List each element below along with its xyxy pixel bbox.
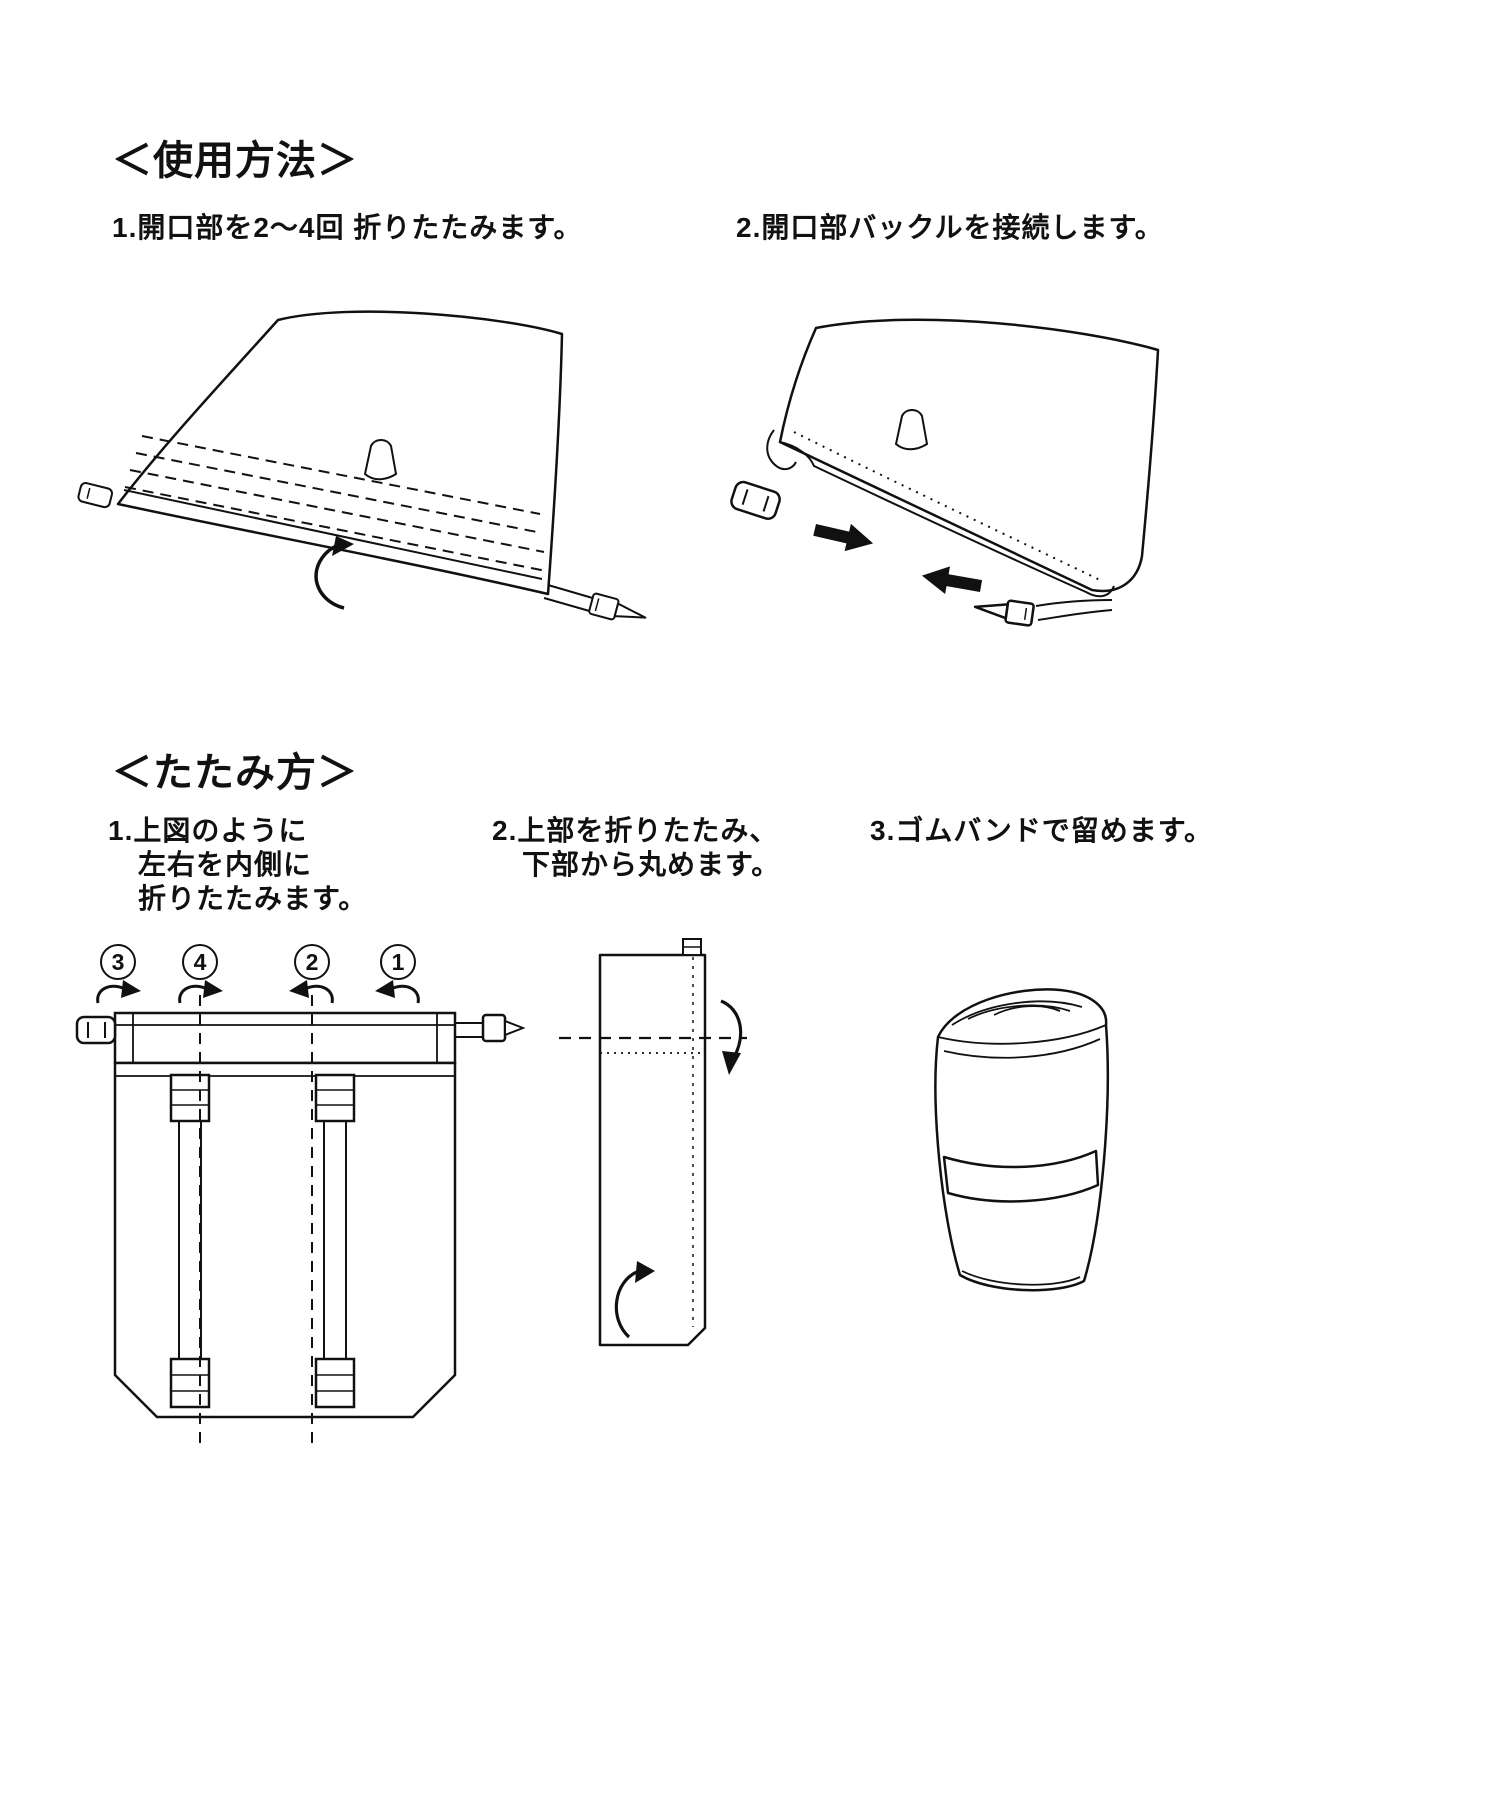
bag-outline [778, 318, 1160, 593]
bag-front-outline [113, 1061, 457, 1419]
female-buckle-icon [730, 480, 781, 521]
roll-up-arrow-icon [614, 1261, 655, 1339]
rolled-bag-outline [934, 988, 1109, 1292]
usage-section-title: ＜使用方法＞ [112, 139, 358, 183]
buckle-strap [1035, 599, 1113, 621]
connect-arrow-right-icon [813, 523, 874, 552]
folded-strip-outline [598, 953, 707, 1347]
diagram-rolled-band [934, 988, 1109, 1292]
folding-section-title: ＜たたみ方＞ [112, 751, 358, 795]
fold-order-badge-1: 1 [380, 944, 416, 980]
buckle-tip-icon [682, 938, 702, 956]
fold-order-badge-4: 4 [182, 944, 218, 980]
diagram-roll-up [559, 938, 747, 1347]
diagram-flat-fold [75, 980, 525, 1445]
male-buckle-icon [455, 1013, 525, 1043]
usage-step1-text: 1.開口部を2〜4回 折りたたみます。 [112, 212, 583, 243]
male-buckle-icon [973, 599, 1035, 627]
handle-tab [894, 409, 929, 451]
opening-rim-line [123, 489, 543, 580]
diagram-buckle-connect [730, 318, 1160, 627]
fold-order-badge-3: 3 [100, 944, 136, 980]
male-buckle-icon [588, 592, 647, 621]
shoulder-straps [169, 1073, 356, 1409]
fold-down-arrow-icon [720, 999, 743, 1075]
fold-dashed-lines [124, 435, 547, 572]
folding-step1-line3: 折りたたみます。 [138, 883, 368, 914]
folding-step3-text: 3.ゴムバンドで留めます。 [870, 815, 1213, 846]
diagram-fold-opening [77, 310, 647, 621]
folding-step1-text: 1.上図のように 左右を内側に 折りたたみます。 [108, 814, 367, 916]
rolled-edge-line [779, 441, 1115, 598]
folding-step1-line2: 左右を内側に [138, 849, 313, 880]
female-buckle-icon [75, 1015, 117, 1045]
rubber-band [942, 1149, 1100, 1203]
folding-step2-line2: 下部から丸めます。 [522, 849, 781, 880]
folding-step1-line1: 1.上図のように [108, 815, 308, 846]
roll-end-curl [766, 429, 797, 470]
roll-layer-lines [937, 1000, 1107, 1286]
handle-tab [363, 439, 398, 481]
fold-direction-arrow-icons [96, 980, 420, 1004]
usage-step2-text: 2.開口部バックルを接続します。 [736, 212, 1164, 243]
connect-arrow-left-icon [921, 566, 983, 594]
buckle-strap [543, 584, 597, 613]
fold-order-badge-2: 2 [294, 944, 330, 980]
roll-arrow-icon [314, 536, 354, 610]
bag-outline [116, 310, 564, 596]
folding-step2-text: 2.上部を折りたたみ、 下部から丸めます。 [492, 814, 780, 882]
folding-step2-line1: 2.上部を折りたたみ、 [492, 815, 779, 846]
female-buckle-icon [77, 482, 113, 509]
collar [113, 1011, 457, 1065]
